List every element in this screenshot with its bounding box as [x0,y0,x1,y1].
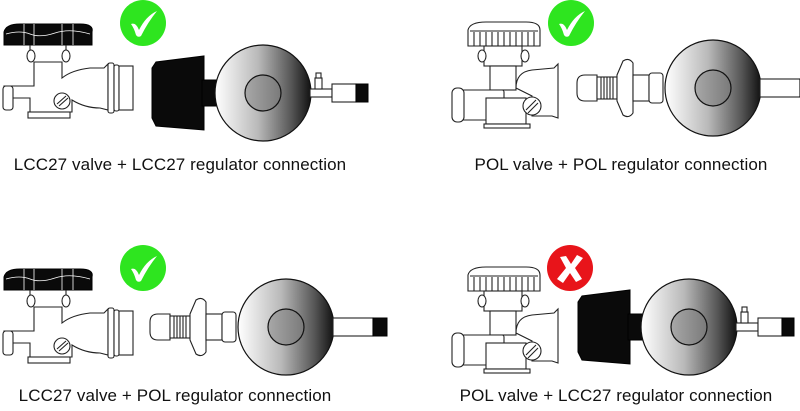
pol-regulator-illustration [576,39,800,137]
lcc27-valve-illustration [2,23,134,119]
cross-icon [547,245,593,291]
pol-valve-illustration [451,21,559,129]
caption-lcc27-pol: LCC27 valve + POL regulator connection [18,386,332,405]
panel-pol-lcc27 [451,245,795,376]
check-icon [548,0,594,46]
panel-pol-pol [451,0,800,137]
check-icon [120,245,166,291]
lcc27-valve-illustration [2,268,134,364]
caption-lcc27-lcc27: LCC27 valve + LCC27 regulator connection [13,155,347,174]
lcc27-regulator-illustration [151,44,369,142]
check-icon [120,0,166,46]
panel-lcc27-pol [2,245,388,376]
panel-lcc27-lcc27 [2,0,369,142]
caption-pol-pol: POL valve + POL regulator connection [474,155,768,174]
pol-regulator-illustration [149,278,388,376]
pol-valve-illustration [451,266,559,374]
caption-pol-lcc27: POL valve + LCC27 regulator connection [459,386,773,405]
lcc27-regulator-illustration [577,278,795,376]
